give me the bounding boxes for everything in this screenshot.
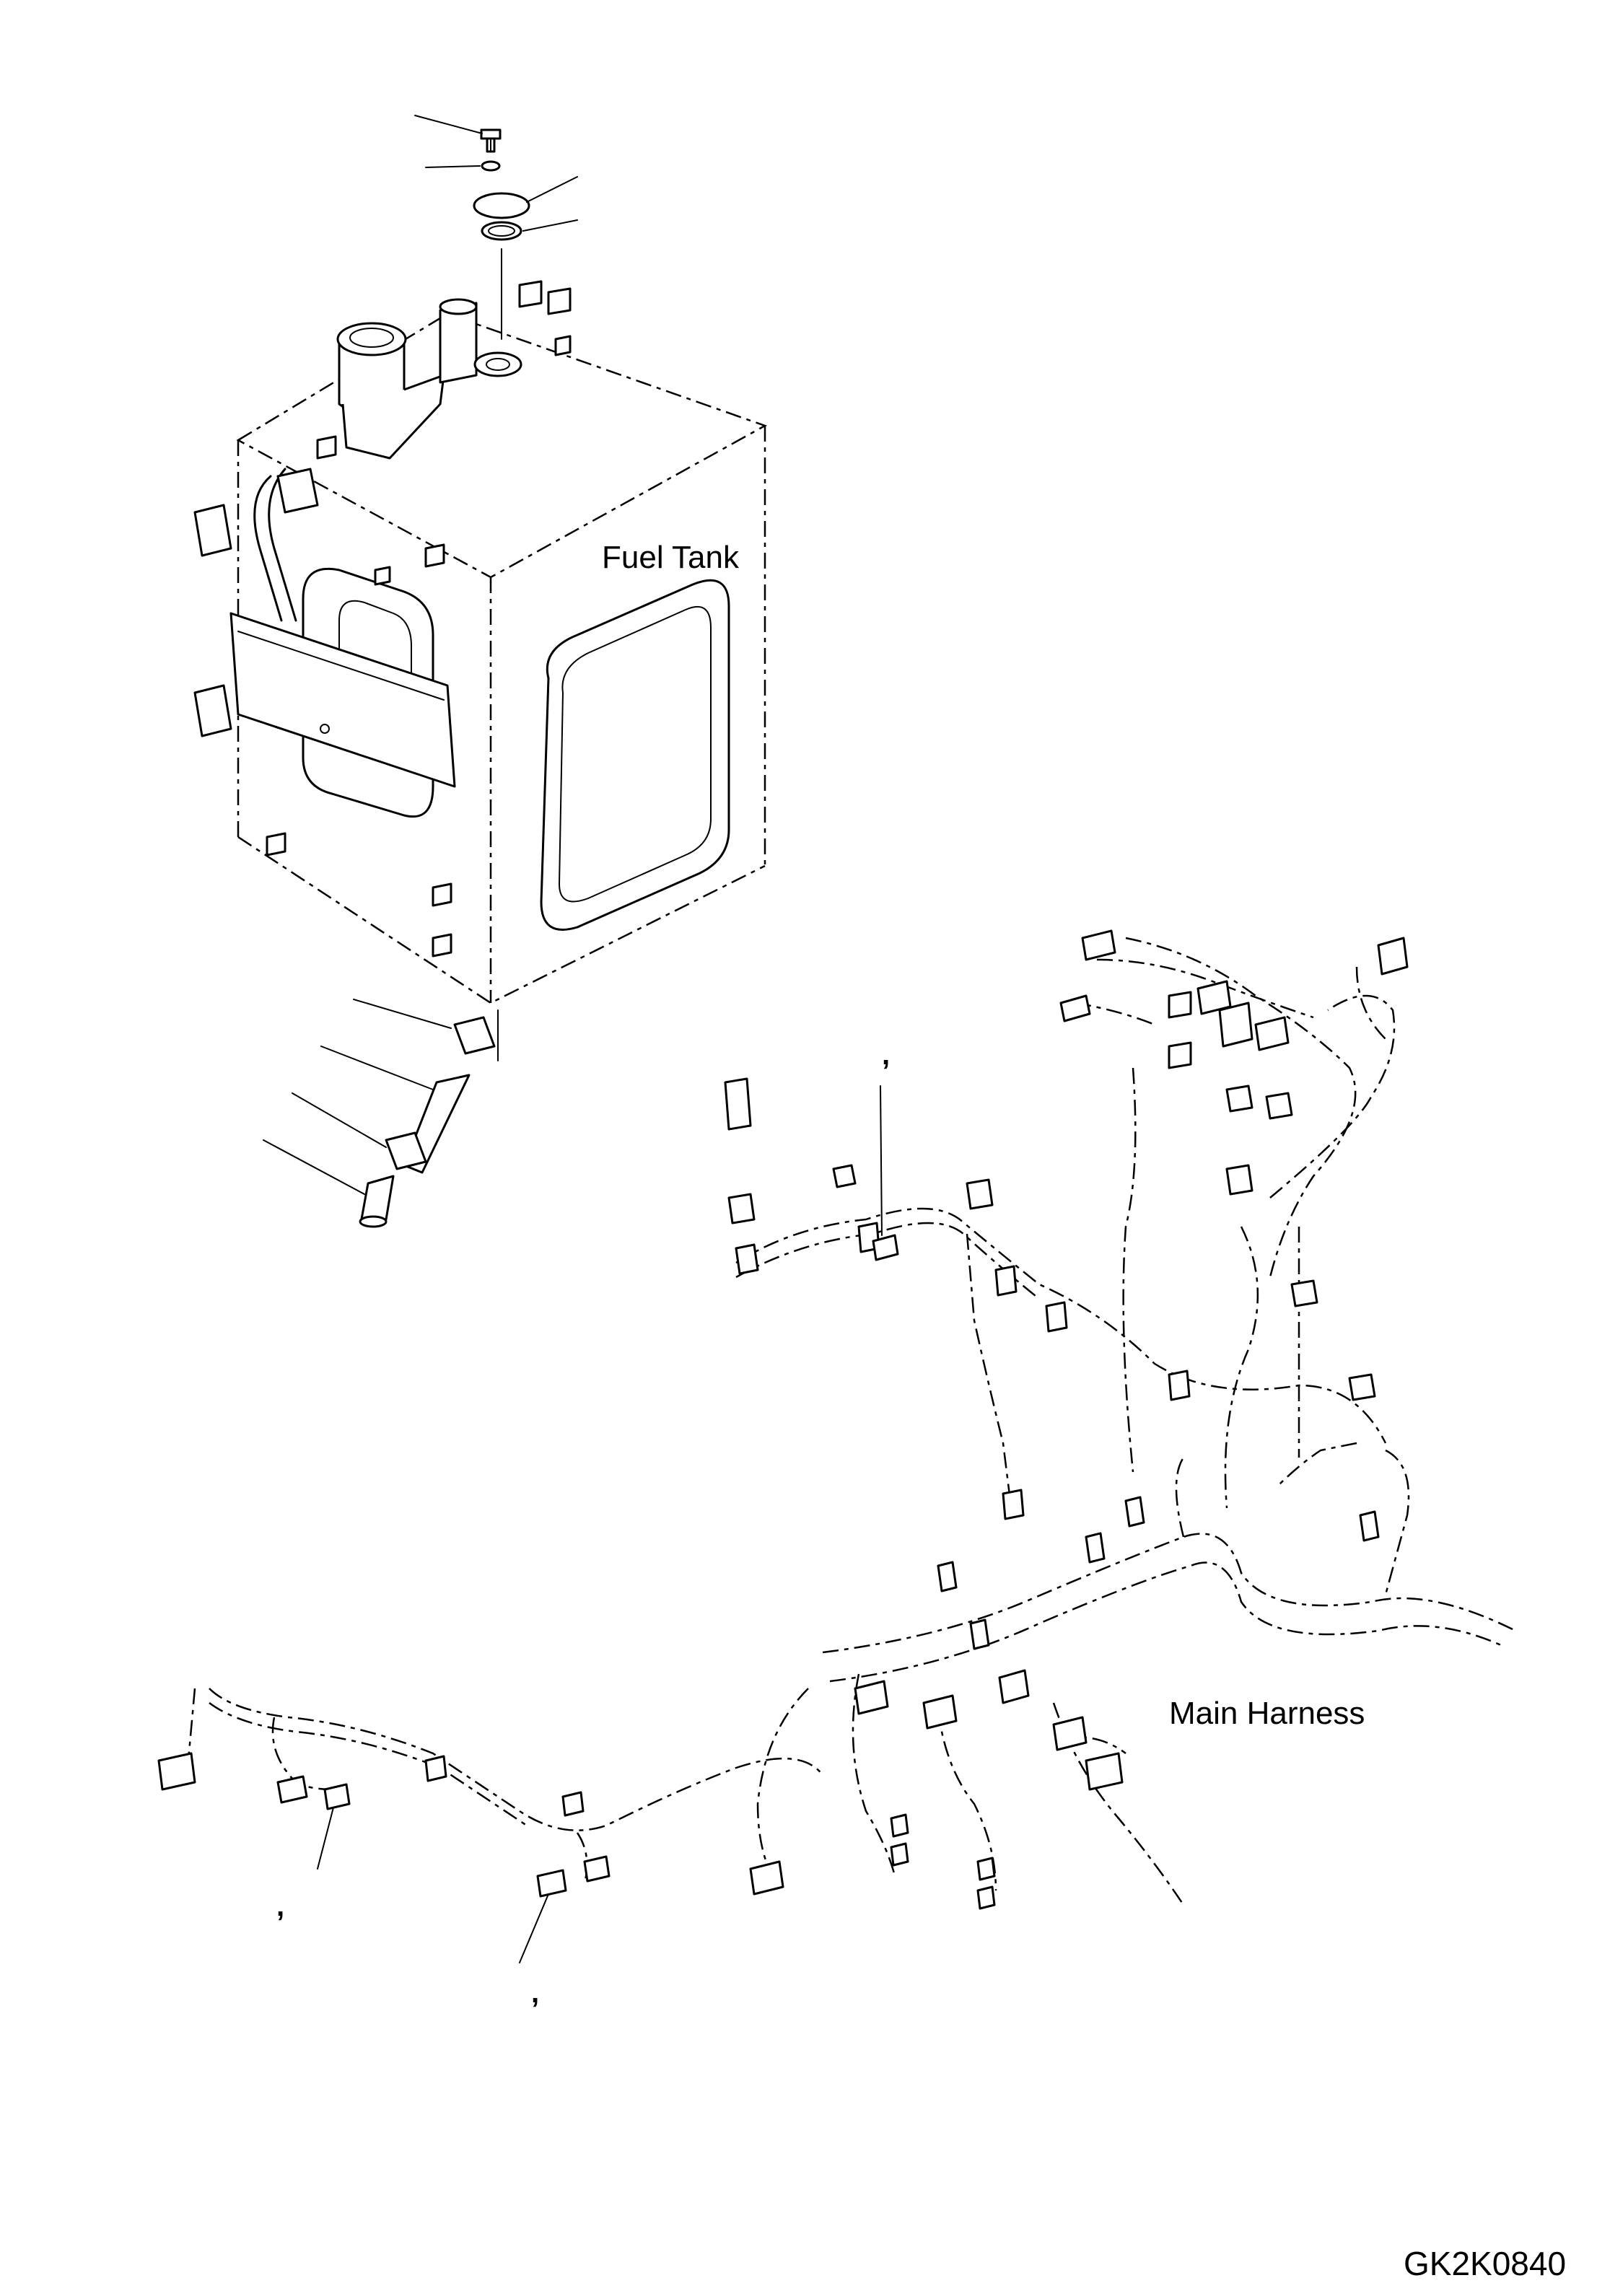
fuel-tank xyxy=(193,280,768,1004)
cap-hardware xyxy=(414,115,578,340)
callout-mark-lower-left: , xyxy=(276,1890,285,1922)
callout-mark-lower-mid: , xyxy=(531,1977,540,2009)
callout-mark-upper: , xyxy=(882,1039,891,1071)
main-harness xyxy=(157,929,1516,1963)
main-harness-label: Main Harness xyxy=(1169,1696,1365,1731)
drain-parts xyxy=(263,999,499,1228)
drawing-code: GK2K0840 xyxy=(1404,2245,1567,2282)
fuel-tank-label: Fuel Tank xyxy=(602,540,739,575)
